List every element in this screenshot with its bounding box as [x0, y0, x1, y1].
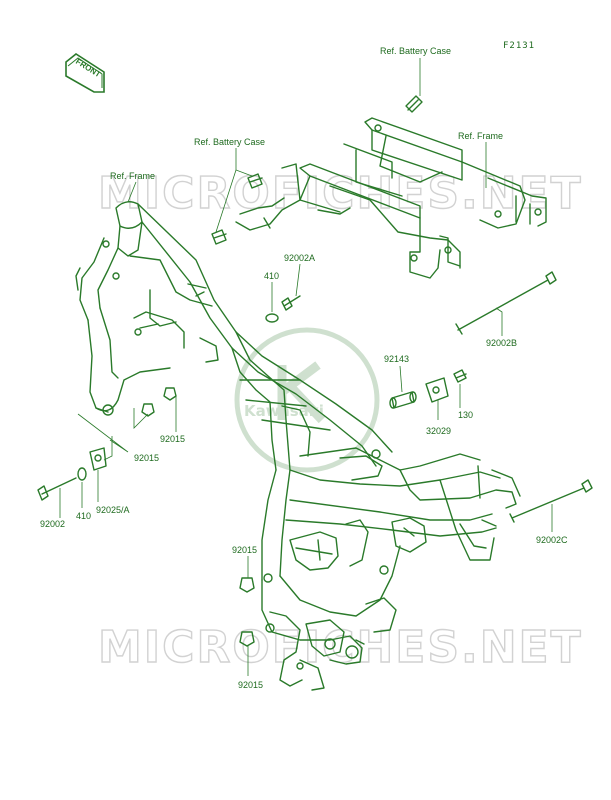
label-92025A: 92025/A	[96, 505, 130, 515]
long-bolt-92002C-icon	[509, 479, 593, 523]
label-92002B: 92002B	[486, 338, 517, 348]
label-92002C: 92002C	[536, 535, 568, 545]
label-92015-c: 92015	[232, 545, 257, 555]
long-bolt-92002B-icon	[455, 271, 557, 335]
label-ref-battery-case-top: Ref. Battery Case	[380, 46, 451, 56]
label-92002: 92002	[40, 519, 65, 529]
label-92015-b: 92015	[134, 453, 159, 463]
bolt-92002A-icon	[281, 295, 301, 311]
battery-case-bolt-top-icon	[405, 95, 423, 113]
nut-92015-c-icon	[239, 577, 255, 593]
bolt-130-icon	[453, 369, 467, 383]
label-ref-frame-left: Ref. Frame	[110, 171, 155, 181]
battery-case-bolt-low-icon	[211, 229, 227, 245]
battery-case-bracket	[235, 117, 547, 279]
front-arrow-icon: FRONT	[65, 53, 105, 93]
seal-text: Kawasaki	[244, 402, 324, 420]
battery-case-bolt-mid-icon	[247, 173, 263, 189]
nut-92015-a-icon	[141, 403, 155, 417]
watermark-top: MICROFICHES.NET	[98, 168, 583, 219]
watermark-bottom: MICROFICHES.NET	[98, 622, 583, 673]
bracket-32029-icon	[425, 377, 449, 403]
leader-lines	[59, 58, 553, 676]
bolt-92002-icon	[37, 477, 77, 501]
nut-92015-d-icon	[239, 631, 255, 647]
label-32029: 32029	[426, 426, 451, 436]
label-92002A: 92002A	[284, 253, 315, 263]
figure-code: F2131	[503, 41, 535, 51]
collar-92143-icon	[389, 391, 417, 409]
washer-410-lower-icon	[77, 467, 87, 481]
bracket-92025A-icon	[89, 447, 107, 471]
kawasaki-seal-logo: Kawasaki	[234, 327, 380, 473]
label-130: 130	[458, 410, 473, 420]
label-ref-battery-case-mid: Ref. Battery Case	[194, 137, 265, 147]
label-92015-a: 92015	[160, 434, 185, 444]
nut-92015-b-icon	[163, 387, 177, 401]
label-410-lower: 410	[76, 511, 91, 521]
label-ref-frame-right: Ref. Frame	[458, 131, 503, 141]
washer-410-upper-icon	[265, 313, 279, 323]
label-92143: 92143	[384, 354, 409, 364]
label-410-upper: 410	[264, 271, 279, 281]
label-92015-d: 92015	[238, 680, 263, 690]
motorcycle-frame	[75, 201, 521, 691]
